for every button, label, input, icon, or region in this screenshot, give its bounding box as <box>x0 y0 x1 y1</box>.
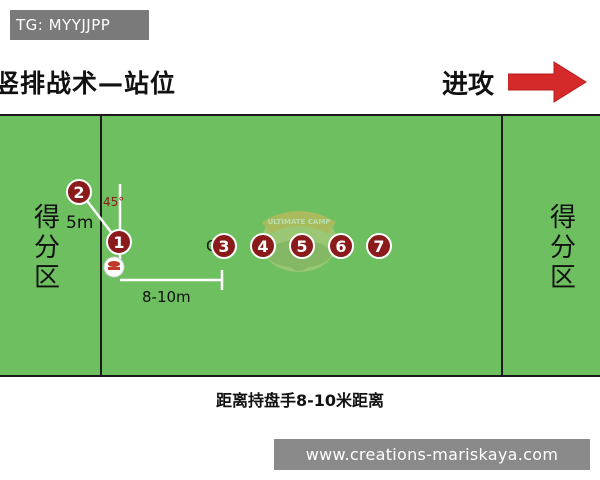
left-end-zone-label: 得 分 区 <box>34 203 60 293</box>
right-end-zone-label: 得 分 区 <box>550 203 576 293</box>
caption: 距离持盘手8-10米距离 <box>0 378 600 428</box>
left-zone-char-1: 得 <box>34 203 60 233</box>
attack-arrow-icon <box>508 61 587 103</box>
player-6: 6 <box>328 233 354 259</box>
player-2-number: 2 <box>73 183 84 202</box>
svg-text:ULTIMATE CAMP: ULTIMATE CAMP <box>268 218 331 226</box>
right-zone-char-1: 得 <box>550 203 576 233</box>
player-7: 7 <box>366 233 392 259</box>
player-4: 4 <box>250 233 276 259</box>
distance-5m-label: 5m <box>66 213 93 233</box>
player-1-number: 1 <box>113 233 124 252</box>
player-3-number: 3 <box>218 237 229 256</box>
player-4-number: 4 <box>257 237 268 256</box>
player-2: 2 <box>66 179 92 205</box>
right-zone-char-3: 区 <box>550 263 576 293</box>
left-zone-char-2: 分 <box>34 233 60 263</box>
attack-label: 进攻 <box>442 70 495 100</box>
player-5-number: 5 <box>296 237 307 256</box>
player-1: 1 <box>106 229 132 255</box>
left-zone-char-3: 区 <box>34 263 60 293</box>
player-6-number: 6 <box>335 237 346 256</box>
distance-8-10m-label: 8-10m <box>142 288 191 306</box>
page-title: 竖排战术—站位 <box>0 69 177 98</box>
watermark: www.creations-mariskaya.com <box>274 439 590 470</box>
player-3: 3 <box>211 233 237 259</box>
player-5: 5 <box>289 233 315 259</box>
disc-handler-icon <box>103 256 125 278</box>
header-bar <box>0 52 600 114</box>
ultimate-field: 得 分 区 得 分 区 ULTIMATE CAMP 45° 5m 8-10m C… <box>0 114 600 377</box>
tg-tag: TG: MYYJJPP <box>10 10 149 40</box>
right-zone-char-2: 分 <box>550 233 576 263</box>
angle-label: 45° <box>103 195 124 209</box>
player-7-number: 7 <box>373 237 384 256</box>
